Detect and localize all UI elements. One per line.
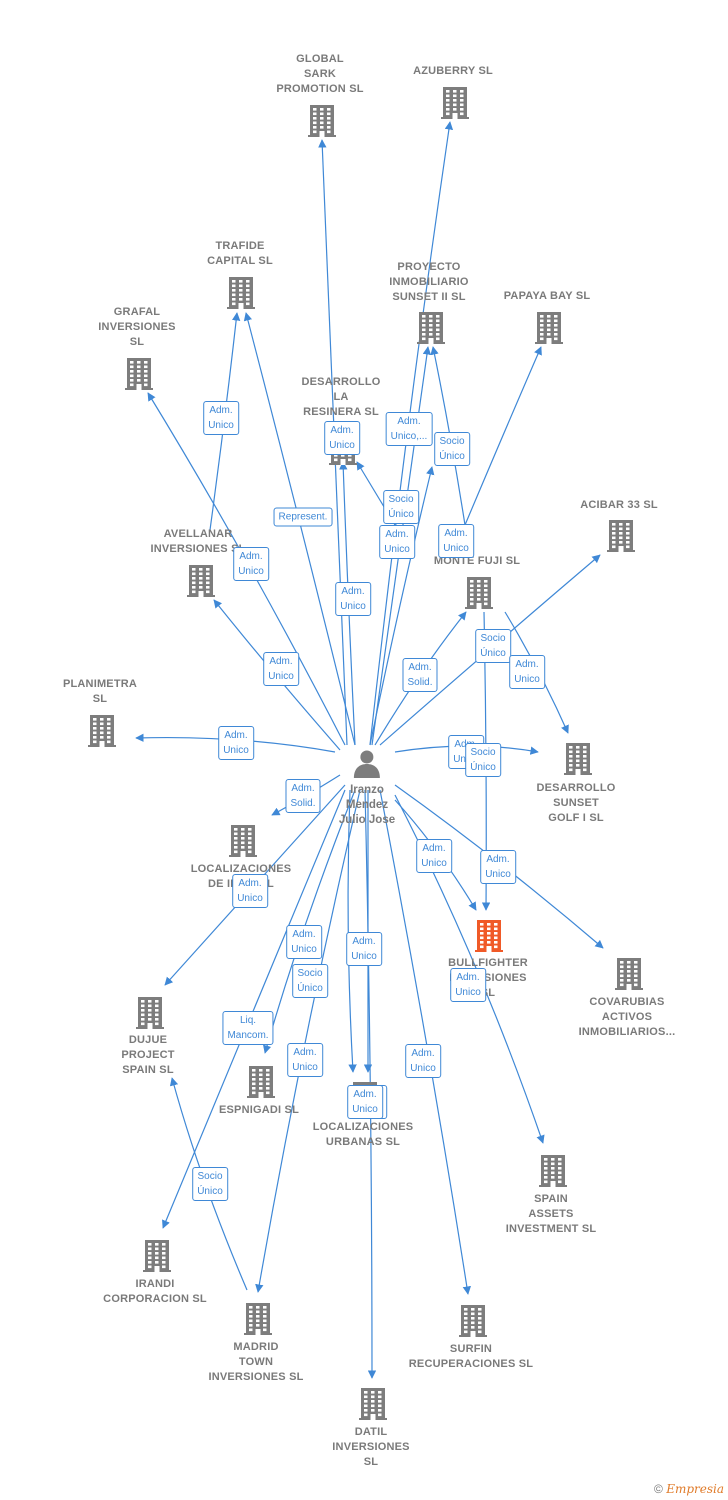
relation-badge: Adm. Unico — [232, 874, 268, 908]
building-icon[interactable] — [187, 563, 215, 597]
building-icon[interactable] — [417, 310, 445, 344]
company-label-grafal[interactable]: GRAFAL INVERSIONES SL — [98, 306, 176, 348]
building-icon[interactable] — [459, 1303, 487, 1337]
relation-badge: Socio Único — [465, 743, 501, 777]
building-icon[interactable] — [441, 85, 469, 119]
building-icon[interactable] — [615, 956, 643, 990]
relation-badge: Adm. Solid. — [402, 658, 438, 692]
company-label-madrid_town[interactable]: MADRID TOWN INVERSIONES SL — [208, 1341, 304, 1383]
company-label-azuberry[interactable]: AZUBERRY SL — [413, 65, 493, 77]
company-label-sunset1[interactable]: DESARROLLO SUNSET GOLF I SL — [536, 782, 616, 824]
building-icon[interactable] — [244, 1301, 272, 1335]
company-label-trafide[interactable]: TRAFIDE CAPITAL SL — [207, 240, 273, 267]
footer: © Empresia — [654, 1482, 724, 1496]
building-icon[interactable] — [535, 310, 563, 344]
edge-arrow — [464, 346, 542, 526]
relation-badge: Adm. Unico — [509, 655, 545, 689]
relation-badge: Socio Único — [475, 629, 511, 663]
person-icon — [354, 750, 380, 778]
copyright-symbol: © — [654, 1482, 663, 1496]
company-label-avellanar[interactable]: AVELLANAR INVERSIONES SL — [150, 528, 245, 555]
relation-badge: Adm. Unico — [324, 421, 360, 455]
company-label-covarubias[interactable]: COVARUBIAS ACTIVOS INMOBILIARIOS... — [578, 996, 676, 1038]
company-label-surfin[interactable]: SURFIN RECUPERACIONES SL — [408, 1343, 534, 1370]
relation-badge: Socio Único — [292, 964, 328, 998]
relation-badge: Adm. Unico — [438, 524, 474, 558]
building-icon[interactable] — [308, 103, 336, 137]
building-icon[interactable] — [136, 995, 164, 1029]
relation-badge: Adm. Unico — [218, 726, 254, 760]
company-label-resinera[interactable]: DESARROLLO LA RESINERA SL — [301, 376, 381, 418]
relation-badge: Adm. Unico — [335, 582, 371, 616]
relation-badge: Adm. Unico — [286, 925, 322, 959]
building-icon[interactable] — [229, 823, 257, 857]
building-icon[interactable] — [125, 356, 153, 390]
company-label-spain_assets[interactable]: SPAIN ASSETS INVESTMENT SL — [505, 1193, 597, 1235]
building-icon[interactable] — [143, 1238, 171, 1272]
building-icon[interactable] — [539, 1153, 567, 1187]
relation-badge: Adm. Unico — [346, 932, 382, 966]
relation-badge: Adm. Unico — [233, 547, 269, 581]
relation-badge: Socio Único — [383, 490, 419, 524]
company-label-espnigadi[interactable]: ESPNIGADI SL — [218, 1104, 300, 1116]
company-label-papaya[interactable]: PAPAYA BAY SL — [503, 290, 591, 302]
relation-badge: Socio Único — [434, 432, 470, 466]
company-label-acibar[interactable]: ACIBAR 33 SL — [580, 499, 658, 511]
relation-badge: Adm. Unico — [480, 850, 516, 884]
relation-badge: Adm. Unico — [347, 1085, 383, 1119]
building-icon[interactable] — [227, 275, 255, 309]
edge-arrow — [347, 789, 357, 1073]
building-icon[interactable] — [475, 918, 503, 952]
person-node[interactable]: Iranzo Mendez Julio Jose — [339, 748, 395, 828]
company-label-irandi[interactable]: IRANDI CORPORACION SL — [103, 1278, 207, 1305]
relation-badge: Socio Único — [192, 1167, 228, 1201]
company-label-proyecto[interactable]: PROYECTO INMOBILIARIO SUNSET II SL — [389, 261, 469, 303]
building-icon[interactable] — [359, 1386, 387, 1420]
building-icon[interactable] — [564, 741, 592, 775]
company-label-datil[interactable]: DATIL INVERSIONES SL — [332, 1426, 410, 1468]
relation-badge: Adm. Unico — [379, 525, 415, 559]
company-label-global_sark[interactable]: GLOBAL SARK PROMOTION SL — [276, 53, 364, 95]
building-icon[interactable] — [247, 1064, 275, 1098]
relation-badge: Adm. Unico,... — [385, 412, 433, 446]
person-label: Iranzo Mendez Julio Jose — [338, 784, 396, 826]
building-icon[interactable] — [88, 713, 116, 747]
company-label-planimetra[interactable]: PLANIMETRA SL — [62, 678, 138, 705]
relation-badge: Adm. Unico — [450, 968, 486, 1002]
relation-badge: Liq. Mancom. — [222, 1011, 274, 1045]
relation-badge: Adm. Unico — [203, 401, 239, 435]
building-icon[interactable] — [607, 518, 635, 552]
relation-badge: Adm. Unico — [416, 839, 452, 873]
edge-arrow — [369, 466, 435, 746]
relation-badge: Adm. Solid. — [285, 779, 321, 813]
relation-badge: Adm. Unico — [263, 652, 299, 686]
company-label-dujue[interactable]: DUJUE PROJECT SPAIN SL — [121, 1034, 175, 1076]
company-label-montefuji[interactable]: MONTE FUJI SL — [433, 555, 521, 567]
relation-badge: Adm. Unico — [405, 1044, 441, 1078]
building-icon[interactable] — [465, 575, 493, 609]
relation-badge: Adm. Unico — [287, 1043, 323, 1077]
edge-arrow — [263, 789, 356, 1054]
brand-logo[interactable]: Empresia — [666, 1482, 724, 1496]
company-label-localiz_urb[interactable]: LOCALIZACIONES URBANAS SL — [312, 1121, 414, 1148]
relation-badge: Represent. — [273, 507, 333, 527]
